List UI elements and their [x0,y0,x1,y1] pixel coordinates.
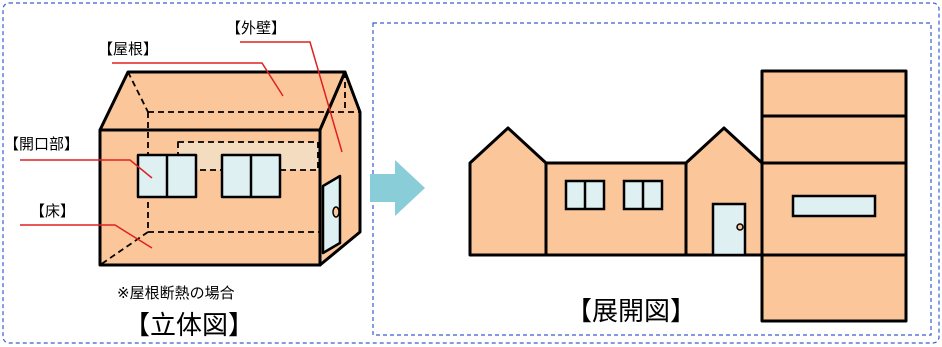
label-floor: 【床】 [30,202,76,220]
dev-door-knob [736,223,744,231]
front-window-right [220,153,282,199]
isometric-title: 【立体図】 [124,311,255,341]
floor-leader [20,224,153,249]
dev-left-gable [468,126,548,257]
label-exterior-wall: 【外壁】 [226,19,287,37]
opening-leader [20,159,153,179]
development-openings [564,179,877,257]
dev-window-right [622,179,664,211]
roof-leader [112,62,284,97]
dev-back-window [791,194,877,218]
transform-arrow [370,160,425,216]
dev-roof-panel-bottom [760,114,908,165]
side-door [321,174,342,255]
dev-roof-panel-top [760,69,908,118]
dev-window-left [564,179,606,211]
development-title: 【展開図】 [566,297,697,327]
label-note: ※屋根断熱の場合 [117,284,235,302]
dev-floor-panel [760,253,908,323]
development-view [468,69,908,323]
wall-leader [240,41,343,153]
leader-lines [20,41,343,249]
label-roof: 【屋根】 [98,40,159,58]
house-roof [98,70,347,132]
front-window-left [136,153,198,199]
door-knob [332,206,340,218]
isometric-house [98,70,362,267]
label-opening: 【開口部】 [4,135,80,153]
